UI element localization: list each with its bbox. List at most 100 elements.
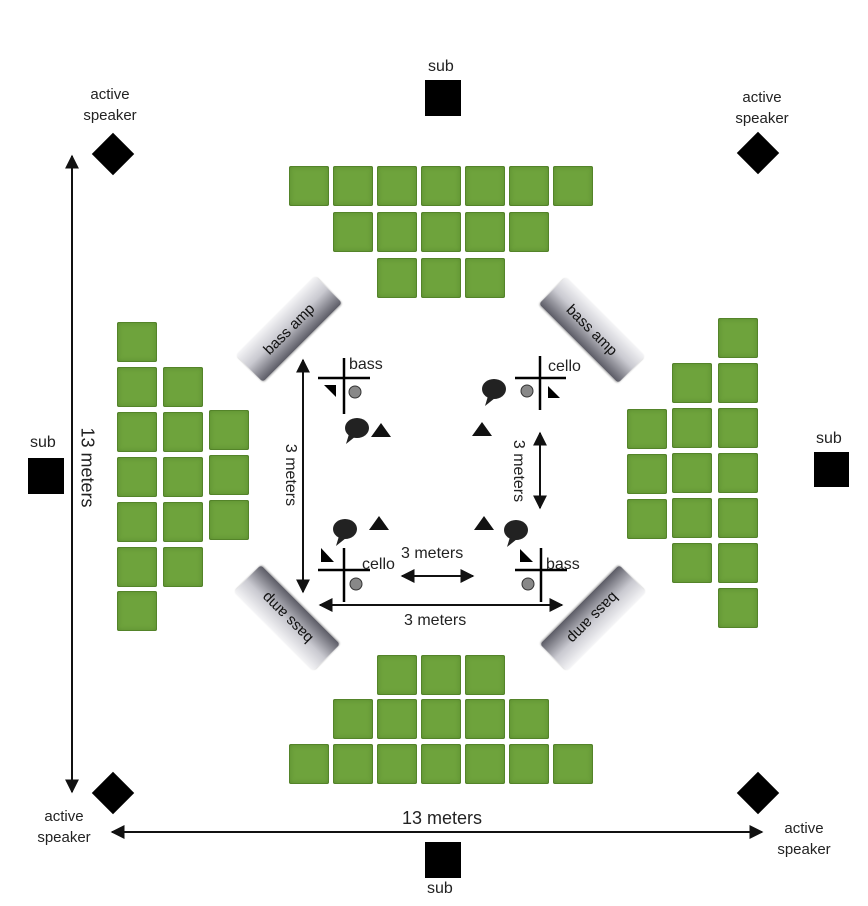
sub-left-label: sub — [30, 434, 56, 451]
crosshair-icon — [515, 356, 566, 410]
seat — [377, 744, 417, 784]
sub-left — [28, 458, 64, 494]
seat — [421, 744, 461, 784]
seat — [509, 166, 549, 206]
triangle-icon — [474, 516, 494, 530]
instrument-label-cello-top: cello — [548, 358, 581, 375]
sub-top-label: sub — [428, 58, 454, 75]
seat — [163, 547, 203, 587]
seat — [627, 454, 667, 494]
crosshair-icon — [318, 548, 370, 602]
seat — [163, 457, 203, 497]
seat — [509, 212, 549, 252]
seat — [672, 363, 712, 403]
active-speaker-line2: speaker — [37, 829, 91, 846]
crosshair-icon — [318, 358, 370, 414]
active-speaker-line2: speaker — [83, 107, 137, 124]
seat — [117, 412, 157, 452]
seat — [718, 543, 758, 583]
instrument-label-bass-bottom: bass — [546, 556, 580, 573]
seat — [465, 744, 505, 784]
sub-top — [425, 80, 461, 116]
seat — [289, 166, 329, 206]
sub-bottom — [425, 842, 461, 878]
seat — [421, 655, 461, 695]
seat — [465, 655, 505, 695]
seat — [672, 543, 712, 583]
seat — [718, 588, 758, 628]
seat — [465, 258, 505, 298]
seat — [421, 699, 461, 739]
triangle-icon — [371, 423, 391, 437]
seat — [421, 166, 461, 206]
seat — [377, 655, 417, 695]
seat — [209, 500, 249, 540]
crosshair-icon — [515, 548, 567, 602]
seat — [117, 591, 157, 631]
seat — [627, 409, 667, 449]
seat — [718, 498, 758, 538]
seat — [289, 744, 329, 784]
seat — [465, 699, 505, 739]
seat — [333, 166, 373, 206]
seat — [718, 363, 758, 403]
seat — [421, 258, 461, 298]
active-speaker-label-top-left: active speaker — [60, 84, 160, 126]
seat — [465, 166, 505, 206]
seat — [117, 547, 157, 587]
triangle-icon — [369, 516, 389, 530]
seat — [377, 166, 417, 206]
active-speaker-line1: active — [44, 808, 84, 825]
seat — [377, 699, 417, 739]
active-speaker-line2: speaker — [735, 110, 789, 127]
dimension-label-13m-vertical: 13 meters — [77, 427, 98, 508]
seat — [377, 212, 417, 252]
active-speaker-line1: active — [90, 86, 130, 103]
seat — [117, 457, 157, 497]
active-speaker-label-bottom-right: active speaker — [754, 818, 854, 860]
seat — [465, 212, 505, 252]
dimension-label-3m-bottom: 3 meters — [404, 612, 467, 629]
seat — [718, 408, 758, 448]
seat — [421, 212, 461, 252]
seat — [117, 502, 157, 542]
seat — [718, 453, 758, 493]
seat — [163, 502, 203, 542]
seat — [509, 744, 549, 784]
dimension-label-3m-center: 3 meters — [401, 545, 464, 562]
seat — [377, 258, 417, 298]
speech-bubble-icon — [504, 520, 528, 547]
instrument-label-bass-top: bass — [349, 356, 383, 373]
active-speaker-label-bottom-left: active speaker — [14, 806, 114, 848]
instrument-label-cello-bottom: cello — [362, 556, 395, 573]
sub-right — [814, 452, 849, 487]
dimension-label-3m-left: 3 meters — [282, 443, 299, 507]
seat — [627, 499, 667, 539]
speech-bubble-icon — [345, 418, 369, 444]
active-speaker-line1: active — [784, 820, 824, 837]
speech-bubble-icon — [482, 379, 506, 406]
seat — [718, 318, 758, 358]
triangle-icon — [472, 422, 492, 436]
seat — [333, 212, 373, 252]
seat — [333, 699, 373, 739]
active-speaker-line1: active — [742, 89, 782, 106]
active-speaker-line2: speaker — [777, 841, 831, 858]
speech-bubble-icon — [333, 519, 357, 546]
seat — [209, 410, 249, 450]
sub-bottom-label: sub — [427, 880, 453, 897]
seat — [672, 408, 712, 448]
dimension-label-13m-horizontal: 13 meters — [402, 808, 483, 828]
seat — [553, 166, 593, 206]
sub-right-label: sub — [816, 430, 842, 447]
seat — [509, 699, 549, 739]
seat — [553, 744, 593, 784]
seat — [672, 453, 712, 493]
active-speaker-label-top-right: active speaker — [712, 87, 812, 129]
seat — [163, 367, 203, 407]
seat — [117, 367, 157, 407]
seat — [672, 498, 712, 538]
seat — [209, 455, 249, 495]
